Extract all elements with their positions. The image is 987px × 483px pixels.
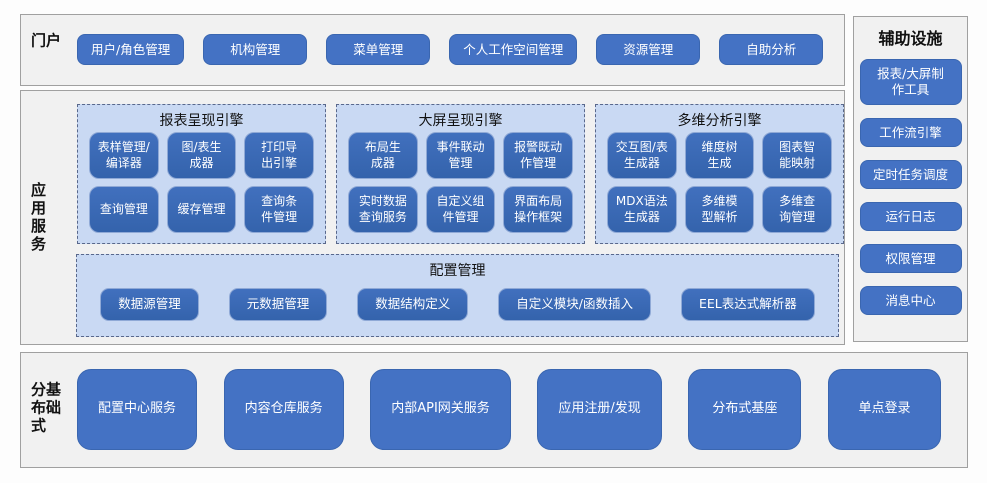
self-service-analysis-button[interactable]: 自助分析	[719, 34, 824, 65]
content-repository-service-button[interactable]: 内容仓库服务	[223, 369, 344, 450]
olap-engine-title: 多维分析引擎	[677, 113, 762, 129]
runtime-log-button[interactable]: 运行日志	[859, 202, 962, 231]
app-services-section-label: 应用服务	[29, 181, 47, 254]
eel-expression-parser-button[interactable]: EEL表达式解析器	[681, 287, 815, 321]
internal-api-gateway-service-button[interactable]: 内部API网关服务	[370, 369, 511, 450]
portal-section: 门户 用户/角色管理 机构管理 菜单管理 个人工作空间管理 资源管理 自助分析	[20, 14, 845, 86]
auxiliary-button-column: 报表/大屏制 作工具 工作流引擎 定时任务调度 运行日志 权限管理 消息中心	[854, 59, 967, 315]
bigscreen-engine-title: 大屏呈现引擎	[418, 113, 503, 129]
query-management-button[interactable]: 查询管理	[89, 186, 159, 233]
bigscreen-engine-box: 大屏呈现引擎 布局生 成器 事件联动 管理 报警既动 作管理 实时数据 查询服务…	[336, 104, 585, 244]
report-engine-grid: 表样管理/ 编译器 图/表生 成器 打印导 出引擎 查询管理 缓存管理 查询条 …	[78, 130, 325, 243]
report-engine-box: 报表呈现引擎 表样管理/ 编译器 图/表生 成器 打印导 出引擎 查询管理 缓存…	[77, 104, 326, 244]
dimension-tree-generation-button[interactable]: 维度树 生成	[684, 132, 755, 179]
interactive-chart-generator-button[interactable]: 交互图/表 生成器	[607, 132, 677, 179]
multidim-query-management-button[interactable]: 多维查 询管理	[762, 186, 832, 233]
workflow-engine-button[interactable]: 工作流引擎	[859, 118, 962, 147]
portal-button-row: 用户/角色管理 机构管理 菜单管理 个人工作空间管理 资源管理 自助分析	[77, 34, 838, 65]
realtime-data-query-service-button[interactable]: 实时数据 查询服务	[348, 186, 418, 233]
config-management-box: 配置管理 数据源管理 元数据管理 数据结构定义 自定义模块/函数插入 EEL表达…	[76, 254, 839, 337]
distributed-foundation-label: 分布式基础	[29, 381, 62, 436]
org-management-button[interactable]: 机构管理	[203, 34, 308, 65]
custom-component-management-button[interactable]: 自定义组 件管理	[425, 186, 496, 233]
single-sign-on-button[interactable]: 单点登录	[827, 369, 941, 450]
cache-management-button[interactable]: 缓存管理	[166, 186, 237, 233]
config-center-service-button[interactable]: 配置中心服务	[77, 369, 198, 450]
scheduled-task-button[interactable]: 定时任务调度	[859, 160, 962, 189]
olap-engine-grid: 交互图/表 生成器 维度树 生成 图表智 能映射 MDX语法 生成器 多维模 型…	[596, 130, 843, 243]
app-registration-discovery-button[interactable]: 应用注册/发现	[537, 369, 662, 450]
config-button-row: 数据源管理 元数据管理 数据结构定义 自定义模块/函数插入 EEL表达式解析器	[77, 280, 838, 336]
config-management-title: 配置管理	[429, 263, 486, 279]
resource-management-button[interactable]: 资源管理	[596, 34, 701, 65]
layout-generator-button[interactable]: 布局生 成器	[348, 132, 418, 179]
app-services-section: 应用服务 报表呈现引擎 表样管理/ 编译器 图/表生 成器 打印导 出引擎 查询…	[20, 90, 845, 345]
message-center-button[interactable]: 消息中心	[859, 286, 962, 315]
distributed-base-button[interactable]: 分布式基座	[688, 369, 802, 450]
ui-layout-operation-framework-button[interactable]: 界面布局 操作框架	[503, 186, 573, 233]
olap-engine-box: 多维分析引擎 交互图/表 生成器 维度树 生成 图表智 能映射 MDX语法 生成…	[595, 104, 844, 244]
multidim-model-parsing-button[interactable]: 多维模 型解析	[684, 186, 755, 233]
report-engine-title: 报表呈现引擎	[159, 113, 244, 129]
query-condition-management-button[interactable]: 查询条 件管理	[244, 186, 314, 233]
event-linkage-management-button[interactable]: 事件联动 管理	[425, 132, 496, 179]
report-bigscreen-authoring-tool-button[interactable]: 报表/大屏制 作工具	[859, 59, 962, 105]
personal-workspace-management-button[interactable]: 个人工作空间管理	[449, 34, 578, 65]
distributed-button-row: 配置中心服务 内容仓库服务 内部API网关服务 应用注册/发现 分布式基座 单点…	[77, 369, 941, 450]
mdx-syntax-generator-button[interactable]: MDX语法 生成器	[607, 186, 677, 233]
permission-management-button[interactable]: 权限管理	[859, 244, 962, 273]
alarm-action-management-button[interactable]: 报警既动 作管理	[503, 132, 573, 179]
data-structure-definition-button[interactable]: 数据结构定义	[357, 287, 469, 321]
datasource-management-button[interactable]: 数据源管理	[100, 287, 199, 321]
table-style-manager-compiler-button[interactable]: 表样管理/ 编译器	[89, 132, 159, 179]
chart-table-generator-button[interactable]: 图/表生 成器	[166, 132, 237, 179]
distributed-foundation-section: 分布式基础 配置中心服务 内容仓库服务 内部API网关服务 应用注册/发现 分布…	[20, 352, 968, 468]
bigscreen-engine-grid: 布局生 成器 事件联动 管理 报警既动 作管理 实时数据 查询服务 自定义组 件…	[337, 130, 584, 243]
auxiliary-facilities-panel: 辅助设施 报表/大屏制 作工具 工作流引擎 定时任务调度 运行日志 权限管理 消…	[853, 16, 968, 342]
user-role-management-button[interactable]: 用户/角色管理	[77, 34, 185, 65]
engines-row: 报表呈现引擎 表样管理/ 编译器 图/表生 成器 打印导 出引擎 查询管理 缓存…	[77, 104, 844, 244]
auxiliary-facilities-title: 辅助设施	[878, 29, 943, 48]
portal-section-label: 门户	[29, 32, 62, 51]
metadata-management-button[interactable]: 元数据管理	[228, 287, 328, 321]
menu-management-button[interactable]: 菜单管理	[326, 34, 431, 65]
print-export-engine-button[interactable]: 打印导 出引擎	[244, 132, 314, 179]
chart-smart-mapping-button[interactable]: 图表智 能映射	[762, 132, 832, 179]
custom-module-function-insert-button[interactable]: 自定义模块/函数插入	[498, 287, 651, 321]
